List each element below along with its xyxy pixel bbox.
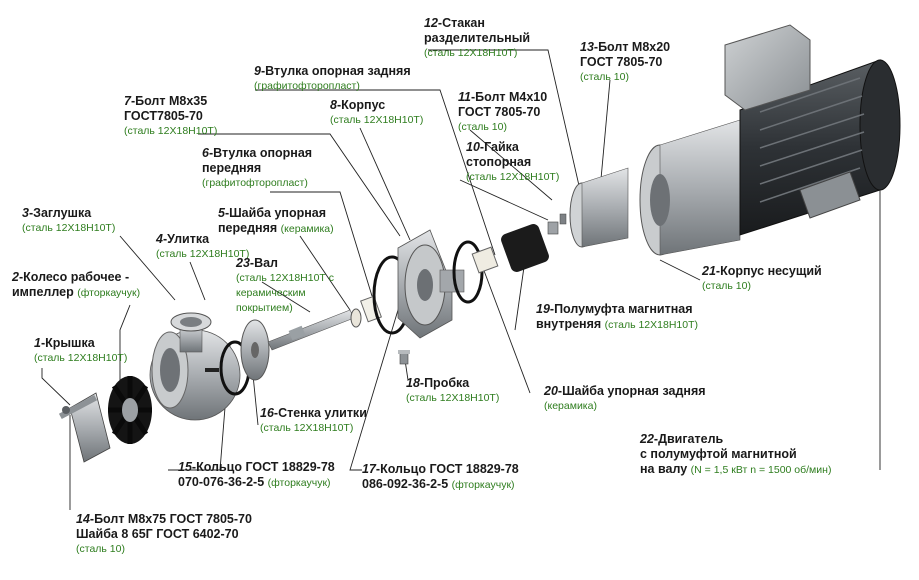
label-part-21: 21-Корпус несущий (сталь 10) bbox=[702, 264, 822, 292]
part-8-housing bbox=[397, 229, 465, 339]
label-part-11: 11-Болт М4х10 ГОСТ 7805-70 (сталь 10) bbox=[458, 90, 548, 133]
part-14-bolt-cover bbox=[58, 392, 111, 463]
part-4-volute bbox=[149, 312, 241, 421]
label-part-17: 17-Кольцо ГОСТ 18829-78 086-092-36-2-5 (… bbox=[362, 462, 519, 491]
label-part-10: 10-Гайка стопорная (сталь 12Х18Н10Т) bbox=[466, 140, 560, 183]
label-part-14: 14-Болт М8х75 ГОСТ 7805-70 Шайба 8 65Г Г… bbox=[76, 512, 252, 555]
label-part-23: 23-Вал (сталь 12Х18Н10Т с керамическим п… bbox=[236, 256, 334, 314]
part-11-bolt bbox=[559, 213, 567, 225]
label-part-19: 19-Полумуфта магнитная внутреняя (сталь … bbox=[536, 302, 698, 331]
part-23-shaft bbox=[267, 309, 355, 351]
part-2-impeller bbox=[108, 376, 152, 444]
label-part-18: 18-Пробка (сталь 12Х18Н10Т) bbox=[406, 376, 500, 404]
label-part-20: 20-Шайба упорная задняя (керамика) bbox=[544, 384, 706, 412]
label-part-1: 1-Крышка (сталь 12Х18Н10Т) bbox=[34, 336, 128, 364]
part-22-motor bbox=[724, 24, 901, 236]
label-part-7: 7-Болт М8х35 ГОСТ7805-70 (сталь 12Х18Н10… bbox=[124, 94, 218, 137]
label-part-9: 9-Втулка опорная задняя (графитофторопла… bbox=[254, 64, 411, 92]
part-10-lock-nut bbox=[547, 221, 559, 235]
label-part-8: 8-Корпус (сталь 12Х18Н10Т) bbox=[330, 98, 424, 126]
part-19-magnetic-coupling bbox=[501, 224, 549, 272]
part-16-volute-wall bbox=[240, 319, 270, 381]
part-12-separating-cup bbox=[569, 167, 629, 248]
label-part-6: 6-Втулка опорная передняя (графитофтороп… bbox=[202, 146, 313, 189]
part-5-thrust-washer bbox=[350, 308, 362, 328]
part-18-plug bbox=[398, 350, 410, 365]
label-part-22: 22-Двигатель с полумуфтой магнитной на в… bbox=[640, 432, 832, 476]
label-part-12: 12-Стакан разделительный (сталь 12Х18Н10… bbox=[424, 16, 531, 59]
part-20-rear-washer bbox=[471, 246, 499, 274]
label-part-3: 3-Заглушка (сталь 12Х18Н10Т) bbox=[22, 206, 116, 234]
label-part-5: 5-Шайба упорная передняя (керамика) bbox=[218, 206, 334, 235]
part-21-bearing-housing bbox=[639, 119, 741, 256]
label-part-13: 13-Болт М8х20 ГОСТ 7805-70 (сталь 10) bbox=[580, 40, 671, 83]
label-part-16: 16-Стенка улитки (сталь 12Х18Н10Т) bbox=[260, 406, 367, 434]
label-part-4: 4-Улитка (сталь 12Х18Н10Т) bbox=[156, 232, 250, 260]
label-part-15: 15-Кольцо ГОСТ 18829-78 070-076-36-2-5 (… bbox=[178, 460, 335, 489]
label-part-2: 2-Колесо рабочее - импеллер (фторкаучук) bbox=[12, 270, 141, 299]
